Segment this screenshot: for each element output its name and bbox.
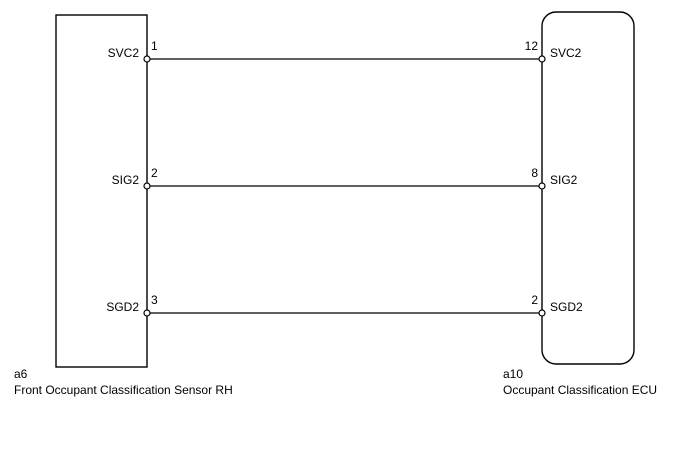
left-pin-label-3: SGD2	[106, 300, 139, 314]
right-terminal-3	[538, 309, 546, 317]
right-pin-number-2: 8	[531, 166, 538, 180]
left-pin-label-1: SVC2	[108, 46, 140, 60]
right-pin-number-1: 12	[525, 39, 539, 53]
right-pin-label-1: SVC2	[550, 46, 582, 60]
right-component-code: a10	[503, 367, 524, 381]
right-pin-label-3: SGD2	[550, 300, 583, 314]
right-pin-number-3: 2	[531, 293, 538, 307]
left-component-box	[55, 14, 148, 368]
right-terminal-2	[538, 182, 546, 190]
right-pin-label-2: SIG2	[550, 173, 578, 187]
left-component-code: a6	[14, 367, 28, 381]
left-terminal-1	[143, 55, 151, 63]
right-component-name: Occupant Classification ECU	[503, 383, 658, 397]
left-component-name: Front Occupant Classification Sensor RH	[14, 383, 233, 397]
right-terminal-1	[538, 55, 546, 63]
left-pin-label-2: SIG2	[112, 173, 140, 187]
left-pin-number-3: 3	[151, 293, 158, 307]
left-pin-number-1: 1	[151, 39, 158, 53]
left-pin-number-2: 2	[151, 166, 158, 180]
left-terminal-3	[143, 309, 151, 317]
left-terminal-2	[143, 182, 151, 190]
